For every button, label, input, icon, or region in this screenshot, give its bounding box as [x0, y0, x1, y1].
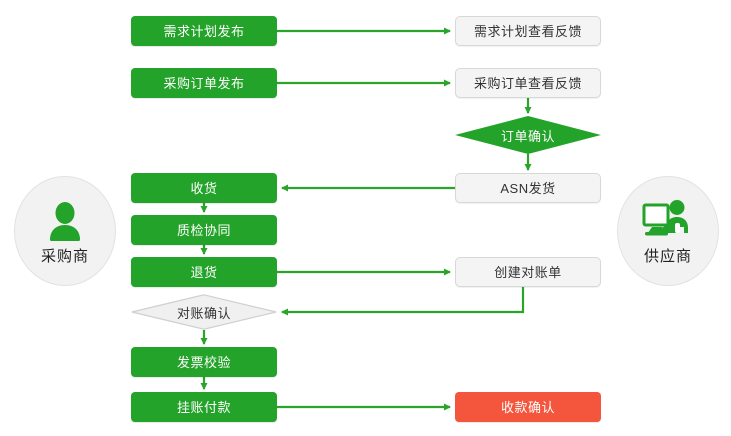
node-create-statement[interactable]: 创建对账单 — [455, 257, 601, 287]
person-at-computer-icon — [642, 197, 694, 243]
node-quality-collaboration[interactable]: 质检协同 — [131, 215, 277, 245]
node-label: 收货 — [190, 180, 218, 196]
node-demand-plan-publish[interactable]: 需求计划发布 — [131, 16, 277, 46]
node-demand-plan-feedback[interactable]: 需求计划查看反馈 — [455, 16, 601, 46]
actor-supplier-label: 供应商 — [643, 247, 692, 265]
actor-supplier: 供应商 — [617, 176, 719, 286]
node-asn-shipment[interactable]: ASN发货 — [455, 173, 601, 203]
node-invoice-verify[interactable]: 发票校验 — [131, 347, 277, 377]
node-po-feedback[interactable]: 采购订单查看反馈 — [455, 68, 601, 98]
node-payment-confirm[interactable]: 收款确认 — [455, 392, 601, 422]
node-label: 创建对账单 — [494, 264, 562, 280]
node-label: 收款确认 — [500, 399, 555, 415]
node-po-publish[interactable]: 采购订单发布 — [131, 68, 277, 98]
node-label: 挂账付款 — [176, 399, 231, 415]
node-label: 采购订单发布 — [163, 75, 245, 91]
node-order-confirm[interactable]: 订单确认 — [455, 116, 601, 154]
node-label: 采购订单查看反馈 — [473, 75, 582, 91]
node-statement-confirm[interactable]: 对账确认 — [131, 294, 277, 330]
edge-create-statement-to-statement-confirm — [281, 287, 525, 316]
node-return-goods[interactable]: 退货 — [131, 257, 277, 287]
node-goods-receipt[interactable]: 收货 — [131, 173, 277, 203]
node-label: ASN发货 — [500, 180, 556, 196]
node-label: 需求计划发布 — [163, 23, 245, 39]
node-payable-payment[interactable]: 挂账付款 — [131, 392, 277, 422]
person-icon — [39, 197, 91, 243]
actor-buyer-label: 采购商 — [40, 247, 89, 265]
node-label: 需求计划查看反馈 — [473, 23, 582, 39]
actor-buyer: 采购商 — [14, 176, 116, 286]
node-label: 质检协同 — [176, 222, 231, 238]
node-label: 发票校验 — [176, 354, 231, 370]
node-label: 退货 — [190, 264, 218, 280]
